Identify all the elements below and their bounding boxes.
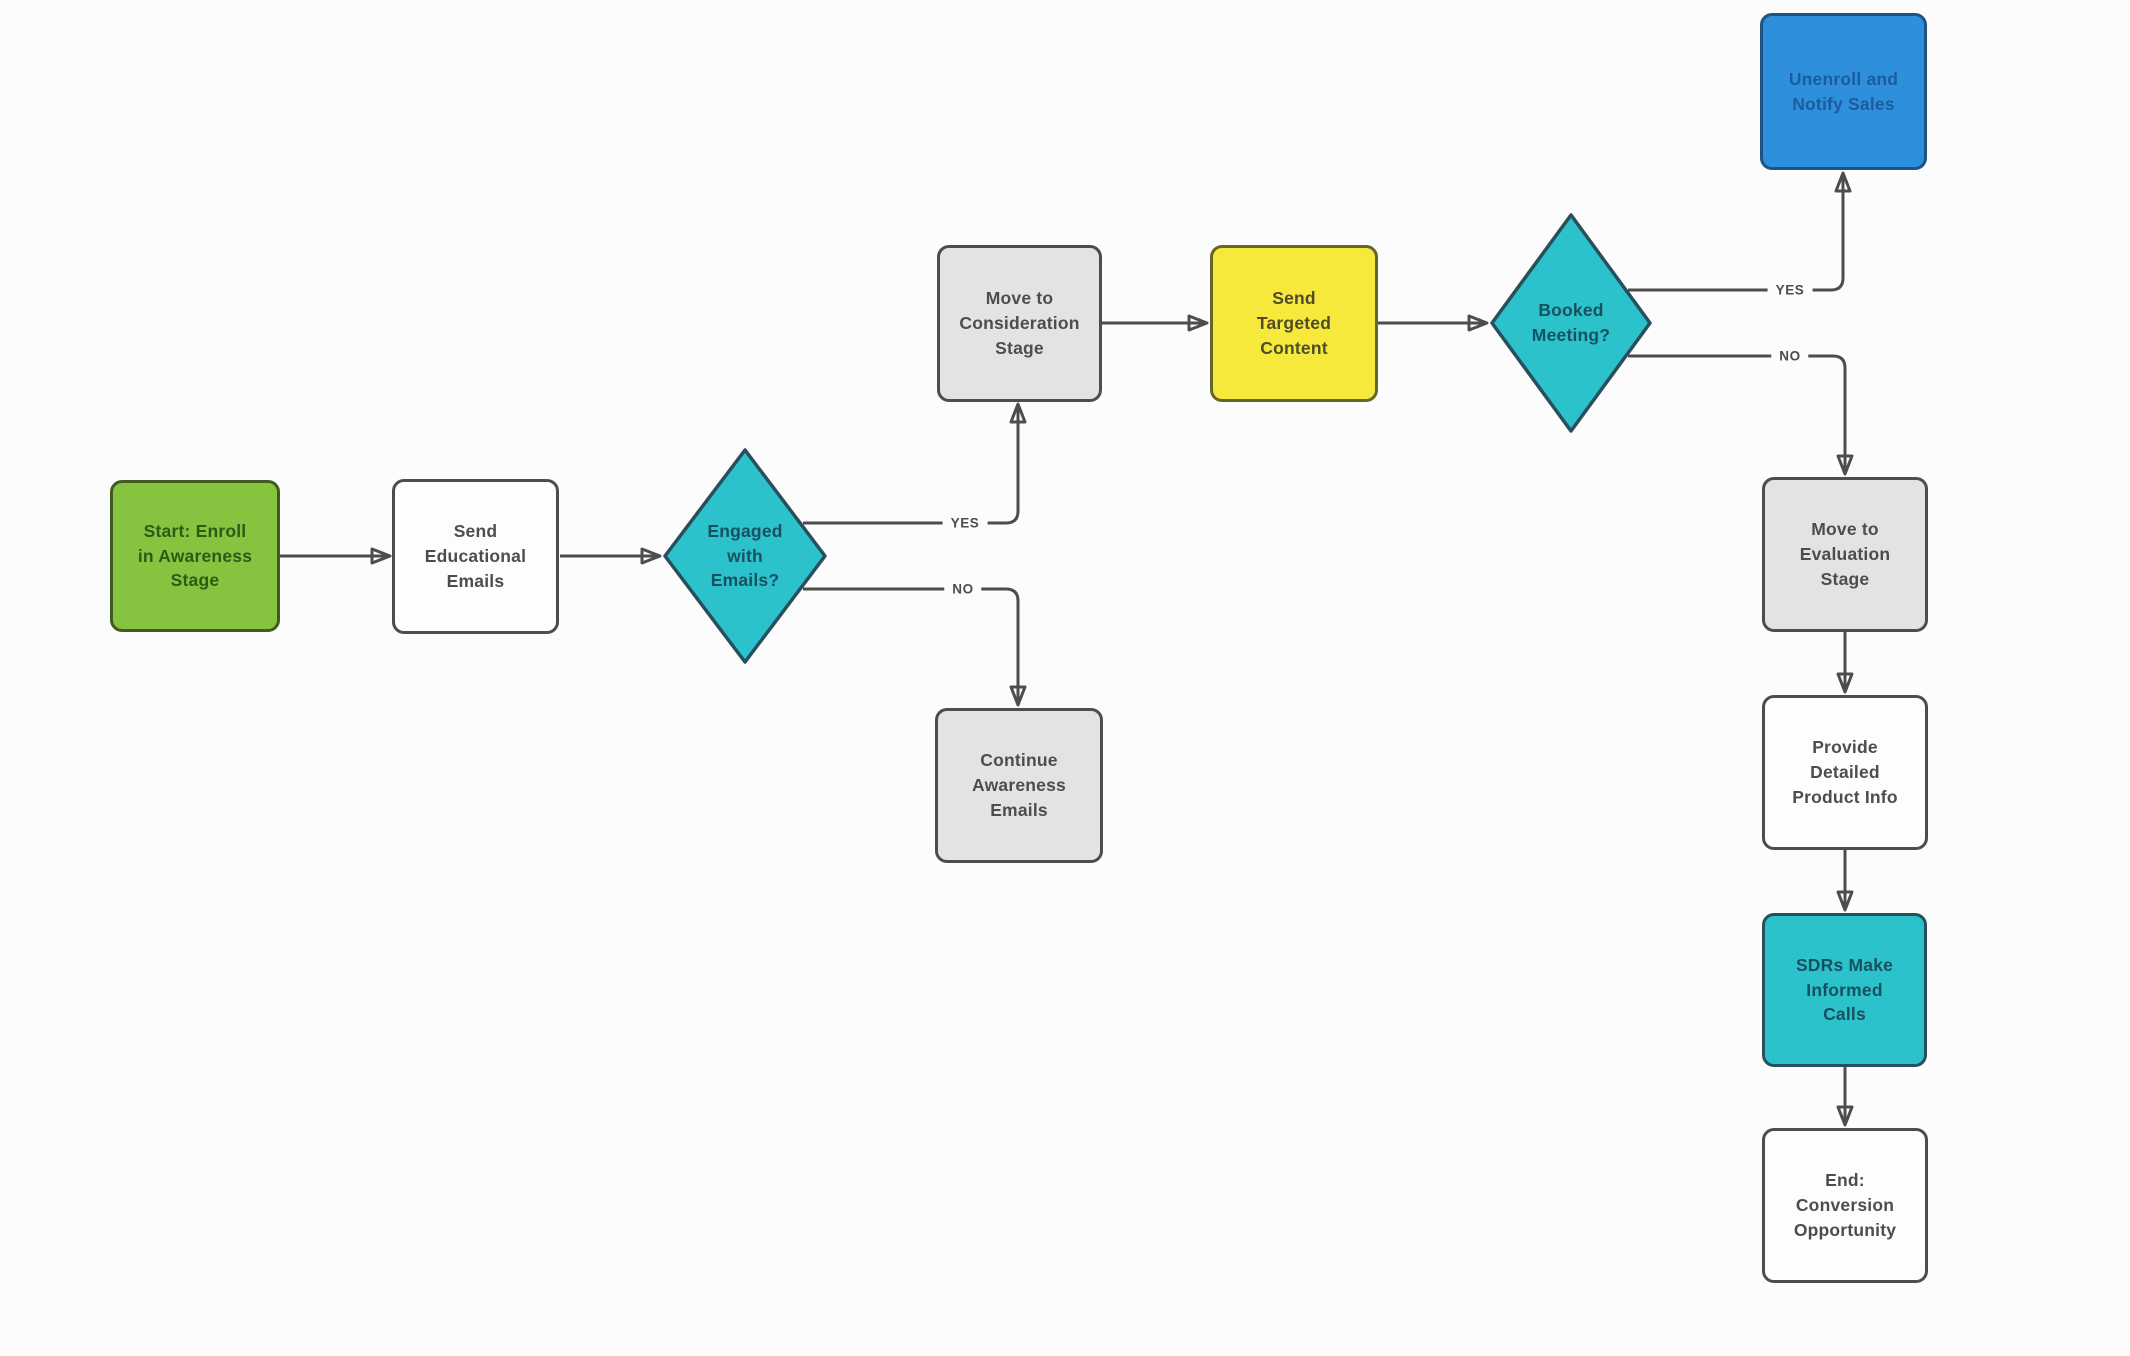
node-label: Engaged with Emails? <box>707 520 783 591</box>
edge-engaged-no-to-continue-awareness <box>803 587 1027 707</box>
node-label: Start: Enroll in Awareness Stage <box>137 520 253 591</box>
edge-booked-no-to-move-evaluation <box>1628 354 1854 476</box>
node-label: Continue Awareness Emails <box>972 750 1066 820</box>
edge-engaged-yes-to-move-consideration <box>803 402 1027 525</box>
node-label: End: Conversion Opportunity <box>1793 1170 1897 1240</box>
edge-label-booked-yes: YES <box>1767 281 1813 299</box>
node-start-enroll-awareness: Start: Enroll in Awareness Stage <box>110 480 280 632</box>
node-move-to-consideration-stage: Move to Consideration Stage <box>937 245 1102 402</box>
node-unenroll-and-notify-sales: Unenroll and Notify Sales <box>1760 13 1927 170</box>
edge-booked-yes-to-unenroll <box>1628 171 1852 292</box>
node-end-conversion-opportunity: End: Conversion Opportunity <box>1762 1128 1928 1283</box>
edge-label-engaged-no: NO <box>944 580 982 598</box>
diamond-shape <box>1490 213 1652 433</box>
diamond-shape <box>663 448 827 664</box>
node-move-to-evaluation-stage: Move to Evaluation Stage <box>1762 477 1928 632</box>
node-provide-detailed-product-info: Provide Detailed Product Info <box>1762 695 1928 850</box>
node-label: SDRs Make Informed Calls <box>1795 954 1894 1025</box>
edge-label-booked-no: NO <box>1771 347 1809 365</box>
node-label: Booked Meeting? <box>1531 300 1611 345</box>
node-label: Move to Consideration Stage <box>959 288 1080 358</box>
node-booked-meeting-decision: Booked Meeting? <box>1490 213 1652 433</box>
node-label: Move to Evaluation Stage <box>1799 519 1891 589</box>
node-continue-awareness-emails: Continue Awareness Emails <box>935 708 1103 863</box>
node-engaged-with-emails-decision: Engaged with Emails? <box>663 448 827 664</box>
node-label: Send Targeted Content <box>1256 288 1332 358</box>
node-label: Send Educational Emails <box>424 521 527 591</box>
node-label: Unenroll and Notify Sales <box>1788 68 1899 114</box>
edge-label-engaged-yes: YES <box>942 514 988 532</box>
node-send-targeted-content: Send Targeted Content <box>1210 245 1378 402</box>
node-sdrs-make-informed-calls: SDRs Make Informed Calls <box>1762 913 1927 1067</box>
node-label: Provide Detailed Product Info <box>1792 737 1898 807</box>
node-send-educational-emails: Send Educational Emails <box>392 479 559 634</box>
